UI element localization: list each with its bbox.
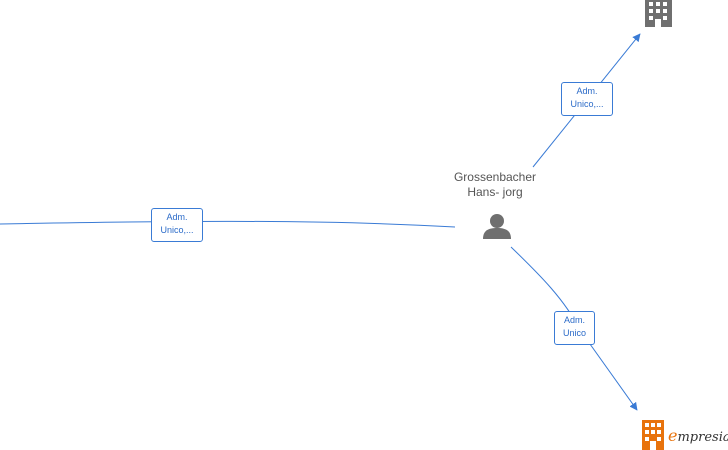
edge-label-left[interactable]: Adm. Unico,... (151, 208, 203, 242)
edge-line-left (0, 220, 456, 228)
edge-label-detail: Unico,... (160, 225, 194, 235)
brand-name: empresia (668, 426, 728, 445)
person-icon[interactable] (483, 214, 511, 239)
empresia-watermark: empresia (642, 420, 728, 450)
edge-label-bottom-right[interactable]: Adm. Unico (554, 311, 595, 345)
brand-rest: mpresia (677, 429, 728, 445)
edge-label-top-right[interactable]: Adm. Unico,... (561, 82, 613, 116)
building-icon[interactable] (645, 0, 672, 27)
person-name-line2: Hans- jorg (467, 185, 523, 199)
edge-label-role: Adm. (166, 212, 188, 222)
edge-label-detail: Unico,... (570, 99, 604, 109)
brand-initial: e (668, 425, 678, 445)
edge-label-detail: Unico (562, 328, 586, 338)
edge-label-role: Adm. (576, 86, 598, 96)
person-name[interactable]: Grossenbacher Hans- jorg (440, 170, 550, 200)
person-name-line1: Grossenbacher (453, 170, 537, 184)
brand-building-icon (642, 420, 664, 450)
edge-label-role: Adm. (563, 315, 585, 325)
